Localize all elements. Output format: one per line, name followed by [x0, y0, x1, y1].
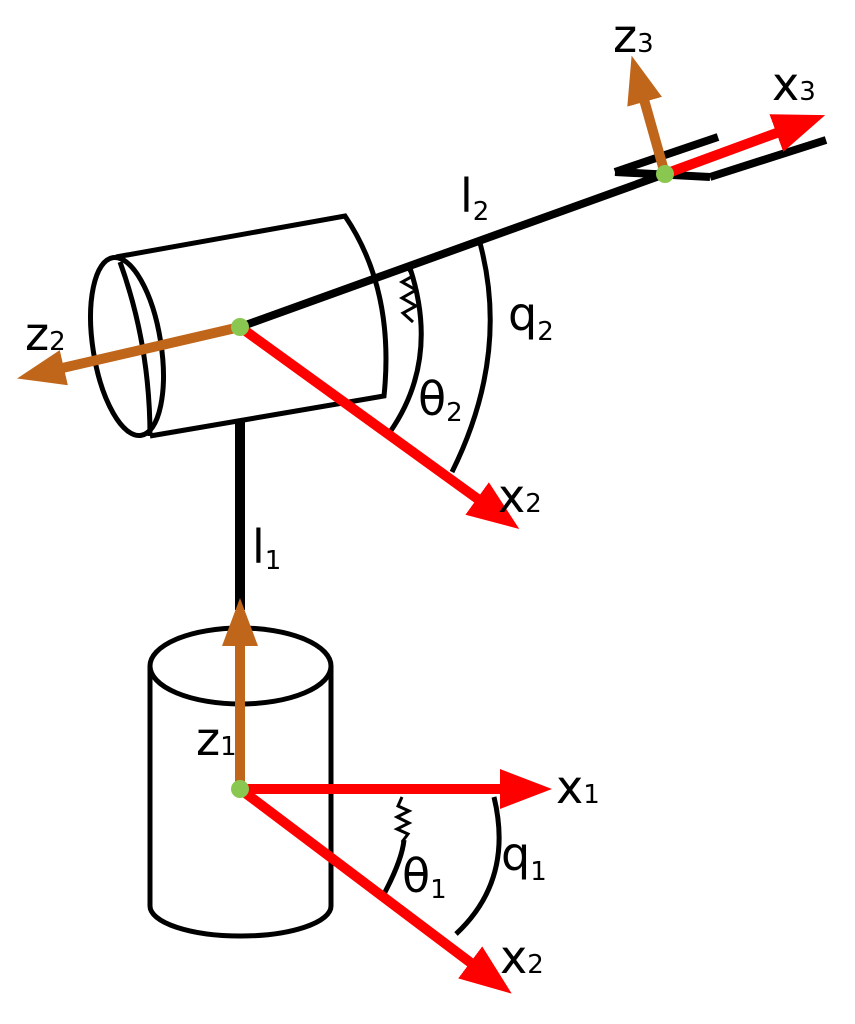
q1-label: q1: [501, 827, 547, 887]
q1-arc: [454, 796, 502, 936]
z2-label: z2: [25, 307, 66, 361]
x1-label: x1: [556, 760, 600, 814]
z3-label: z3: [613, 9, 654, 63]
z3-axis-arrow: [627, 55, 670, 176]
z2-axis-arrow: [17, 322, 242, 386]
spring-2: [398, 265, 420, 324]
joint2-origin-dot: [231, 318, 249, 336]
link-l2: [238, 170, 667, 331]
theta1-arc: [381, 839, 407, 896]
x2-lower-label: x2: [500, 930, 544, 984]
q2-arc: [449, 242, 493, 474]
theta2-label: θ2: [418, 372, 463, 428]
q2-label: q2: [508, 287, 554, 347]
x2-lower-axis-arrow: [236, 785, 512, 994]
x3-axis-arrow: [663, 114, 826, 179]
theta2-arc: [387, 267, 424, 434]
l2-label: l2: [460, 169, 489, 227]
x2-upper-label: x2: [498, 469, 542, 523]
end-effector-dot: [656, 165, 674, 183]
spring-1: [393, 796, 413, 843]
theta1-label: θ1: [402, 849, 447, 905]
x2-upper-axis-arrow: [237, 322, 520, 529]
joint1-origin-dot: [231, 780, 249, 798]
z1-label: z1: [196, 712, 237, 766]
x3-label: x3: [772, 57, 816, 111]
l1-label: l1: [252, 520, 281, 576]
